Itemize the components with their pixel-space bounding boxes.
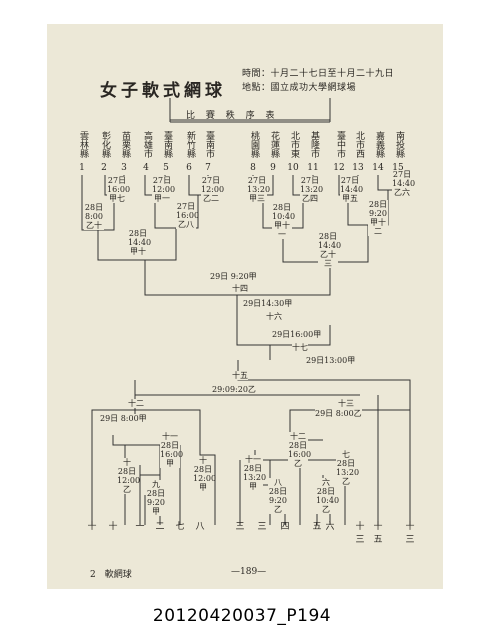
team-name: 雲林縣	[78, 131, 88, 158]
match-label: 29日13:00甲	[306, 356, 356, 365]
match-label: 十二	[128, 399, 144, 408]
match-label: 六 28日10:40乙	[316, 478, 340, 514]
match-label: 29日 9:20甲	[210, 272, 257, 281]
schedule-subtitle: 比 賽 秩 序 表	[186, 111, 279, 121]
team-number: 3	[121, 163, 127, 173]
match-label: 29日 8:00甲	[100, 414, 147, 423]
team-number: 13	[352, 163, 364, 173]
match-label: 28日8:00乙十	[84, 203, 104, 230]
team-name: 高雄市	[142, 131, 152, 158]
match-label: 28日9:20甲十二	[368, 200, 388, 236]
bracket-position-label: 四	[280, 522, 290, 532]
bracket-position-label: 十	[87, 522, 97, 532]
team-name: 嘉義縣	[374, 131, 384, 158]
page-number: —189—	[231, 567, 267, 577]
match-label: 28日10:40甲十一	[272, 203, 296, 239]
match-label: 28日14:40甲十	[128, 229, 152, 256]
team-number: 12	[333, 163, 345, 173]
match-label: 27日16:00甲七	[107, 176, 131, 203]
match-label: 十 28日12:00乙	[117, 458, 141, 494]
place-line: 地點：國立成功大學網球場	[242, 83, 357, 93]
match-label: 27日12:00乙二	[201, 176, 225, 203]
bracket-position-label: 五	[312, 522, 322, 532]
team-number: 1	[79, 163, 85, 173]
match-label: 十五	[232, 371, 248, 380]
team-number: 7	[205, 163, 211, 173]
match-label: 27日13:20甲三	[247, 176, 271, 203]
bracket-position-label: 三	[257, 522, 267, 532]
match-label: 27日13:20乙四	[300, 176, 324, 203]
bracket-position-label: 十	[108, 522, 118, 532]
team-name: 臺南縣	[162, 131, 172, 158]
match-label: 八 28日9:20乙	[268, 478, 288, 514]
team-number: 2	[101, 163, 107, 173]
bracket-position-label: 八	[195, 522, 205, 532]
time-line: 時間：十月二十七日至十月二十九日	[242, 69, 395, 79]
page-title: 女子軟式網球	[100, 81, 226, 101]
match-label: 27日12:00甲一	[152, 176, 176, 203]
match-label: 27日14:40乙六	[392, 170, 416, 197]
team-name: 苗栗縣	[120, 131, 130, 158]
team-number: 4	[143, 163, 149, 173]
team-name: 北市西	[354, 131, 364, 158]
team-number: 11	[307, 163, 319, 173]
match-label: 27日14:40甲五	[340, 176, 364, 203]
bracket-position-label: 二	[155, 522, 165, 532]
match-label: 七 28日13:20乙	[336, 450, 360, 486]
bracket-position-label: 一	[135, 522, 145, 532]
team-name: 臺中市	[335, 131, 345, 158]
team-name: 花蓮縣	[269, 131, 279, 158]
match-label: 十一 28日16:00甲	[160, 432, 184, 468]
match-label: 29日16:00甲	[272, 330, 322, 339]
team-number: 8	[250, 163, 256, 173]
match-label: 十一 28日13:20甲	[243, 455, 267, 491]
match-label: 十四	[232, 284, 248, 293]
bracket-position-label: 十三	[405, 522, 415, 545]
match-label: 28日14:40乙十三	[318, 232, 342, 268]
team-name: 彰化縣	[100, 131, 110, 158]
team-number: 6	[186, 163, 192, 173]
team-name: 北市東	[289, 131, 299, 158]
team-number: 15	[392, 163, 404, 173]
match-label: 十三	[338, 399, 354, 408]
match-label: 十七	[292, 343, 308, 352]
team-name: 桃園縣	[249, 131, 259, 158]
team-number: 5	[163, 163, 169, 173]
team-number: 14	[372, 163, 384, 173]
team-number: 9	[270, 163, 276, 173]
match-label: 十二 28日16:00乙	[288, 432, 312, 468]
match-label: 29:09:20乙	[212, 385, 256, 394]
match-label: 27日16:00乙八	[176, 202, 200, 229]
team-name: 臺南市	[204, 131, 214, 158]
bracket-position-label: 七	[175, 522, 185, 532]
footer-section: 2 軟網球	[90, 570, 132, 580]
match-label: 九 28日9:20甲	[146, 480, 166, 516]
bracket-position-label: 六	[325, 522, 335, 532]
bracket-position-label: 十三	[355, 522, 365, 545]
match-label: 29日 8:00乙	[315, 409, 362, 418]
image-caption: 20120420037_P194	[152, 606, 332, 626]
team-name: 新竹縣	[185, 131, 195, 158]
team-number: 10	[287, 163, 299, 173]
bracket-position-label: 十五	[373, 522, 383, 545]
team-name: 南投縣	[394, 131, 404, 158]
bracket-position-label: 三	[235, 522, 245, 532]
match-label: 十 28日12:00甲	[193, 456, 217, 492]
match-label: 十六	[266, 312, 282, 321]
team-name: 基隆市	[309, 131, 319, 158]
match-label: 29日14:30甲	[243, 299, 293, 308]
